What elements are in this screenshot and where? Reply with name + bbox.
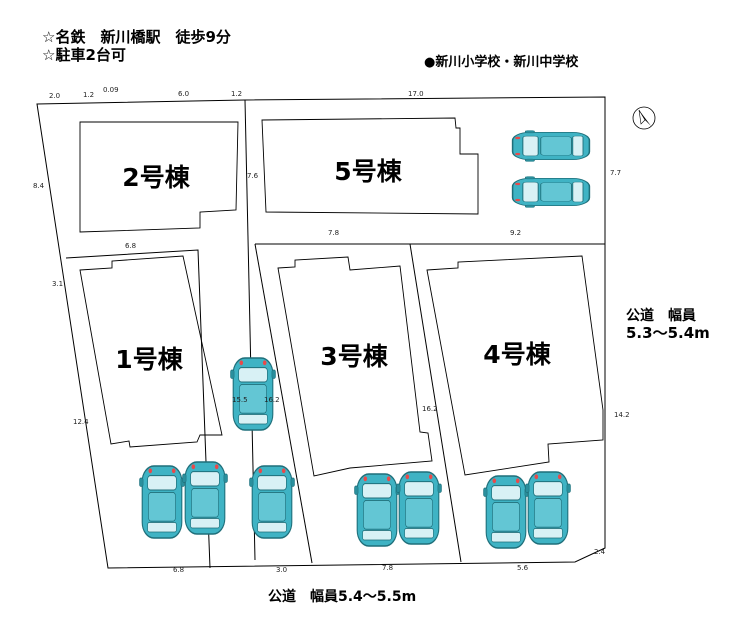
access-info: ☆名鉄 新川橋駅 徒歩9分 xyxy=(42,28,231,46)
dim-16-2-a: 16.2 xyxy=(264,396,280,404)
dim-3-1: 3.1 xyxy=(52,280,63,288)
dim-7-6: 7.6 xyxy=(247,172,259,180)
dim-6-0: 6.0 xyxy=(178,90,189,98)
car-icon xyxy=(138,465,186,539)
dim-2-0: 2.0 xyxy=(49,92,60,100)
building-2-outline xyxy=(79,121,239,233)
east-road-label: 公道 幅員 xyxy=(626,308,696,324)
dim-12-4: 12.4 xyxy=(73,418,89,426)
dim-1-2-b: 1.2 xyxy=(231,90,242,98)
building-4-outline xyxy=(426,255,604,476)
building-footprints xyxy=(79,117,604,477)
car-icon xyxy=(511,175,591,209)
dim-6-8-b: 6.8 xyxy=(173,566,184,574)
building-5-outline xyxy=(261,117,479,215)
car-icon xyxy=(395,471,443,545)
dimension-labels: 2.0 1.2 0.09 6.0 1.2 17.0 8.4 7.6 7.7 6.… xyxy=(33,86,630,574)
east-road-width: 5.3～5.4m xyxy=(626,324,710,342)
building-1-outline xyxy=(79,255,223,448)
car-icon xyxy=(353,473,401,547)
parking-info: ☆駐車2台可 xyxy=(42,46,126,64)
dim-1-2-a: 1.2 xyxy=(83,91,94,99)
dim-16-2-b: 16.2 xyxy=(422,405,438,413)
building-2-label: 2号棟 xyxy=(122,163,190,192)
car-icon xyxy=(524,471,572,545)
car-icon xyxy=(248,465,296,539)
dim-7-8-b: 7.8 xyxy=(382,564,393,572)
dim-7-8-a: 7.8 xyxy=(328,229,339,237)
car-icon xyxy=(181,461,229,535)
car-icon xyxy=(482,475,530,549)
dim-5-6: 5.6 xyxy=(517,564,529,572)
dim-15-5: 15.5 xyxy=(232,396,248,404)
school-district: ●新川小学校・新川中学校 xyxy=(424,55,579,70)
dim-3-0: 3.0 xyxy=(276,566,287,574)
dim-14-2: 14.2 xyxy=(614,411,630,419)
building-5-label: 5号棟 xyxy=(334,157,402,186)
dim-7-7: 7.7 xyxy=(610,169,621,177)
dim-9-2: 9.2 xyxy=(510,229,521,237)
car-icon xyxy=(511,129,591,163)
dim-8-4: 8.4 xyxy=(33,182,45,190)
dim-2-4: 2.4 xyxy=(594,548,606,556)
building-4-label: 4号棟 xyxy=(483,340,551,369)
south-road-label: 公道 幅員5.4～5.5m xyxy=(268,589,417,605)
car-icon xyxy=(229,357,277,431)
dim-0-09: 0.09 xyxy=(103,86,119,94)
building-1-label: 1号棟 xyxy=(115,345,183,374)
north-arrow-icon xyxy=(632,106,656,130)
building-3-label: 3号棟 xyxy=(320,342,388,371)
building-3-outline xyxy=(277,256,433,477)
dim-17-0: 17.0 xyxy=(408,90,424,98)
dim-6-8-a: 6.8 xyxy=(125,242,136,250)
